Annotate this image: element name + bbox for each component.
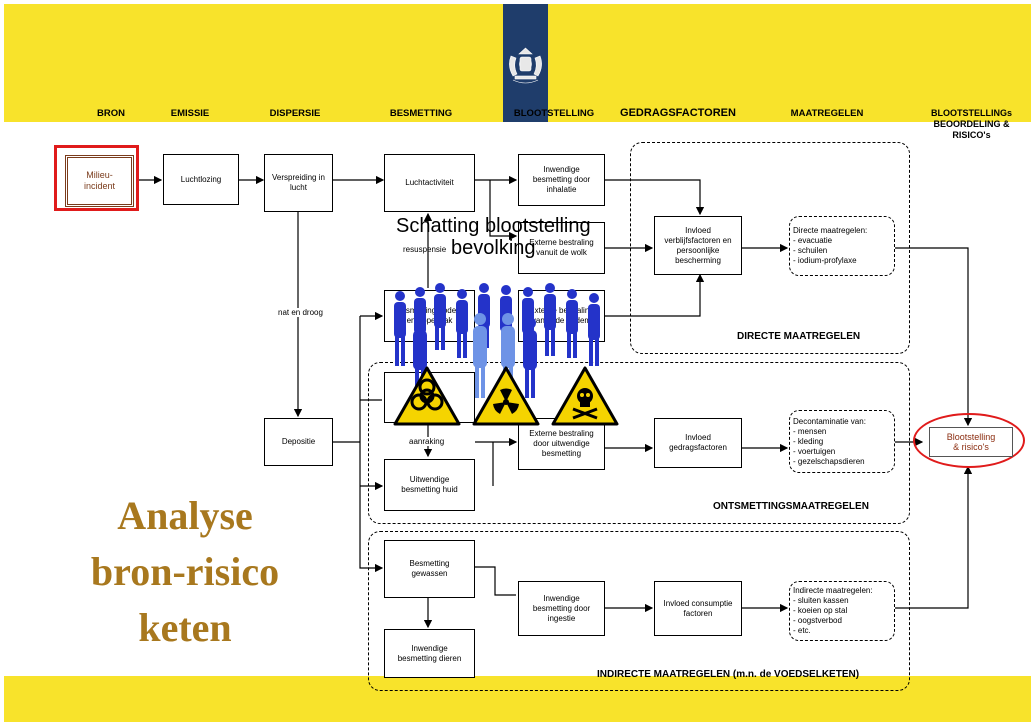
group-ontsmettingsmaatregelen: [368, 362, 910, 524]
footer-banner: [4, 676, 1031, 722]
column-header-gedragsfactoren: GEDRAGSFACTOREN: [620, 107, 736, 119]
box-luchtactiviteit: Luchtactiviteit: [384, 154, 475, 212]
box-blootstelling-risico: Blootstelling & risico's: [929, 427, 1013, 457]
crowd-icon: [394, 283, 600, 398]
box-besmetting-gewassen: Besmetting gewassen: [384, 540, 475, 598]
column-header-besmetting: BESMETTING: [389, 108, 453, 119]
box-externe-wolk: Externe bestraling vanuit de wolk: [518, 222, 605, 274]
group-label-directe: DIRECTE MAATREGELEN: [737, 331, 861, 342]
box-invloed-verblijf: Invloed verblijfsfactoren en persoonlijk…: [654, 216, 742, 275]
box-inwendige-dieren: Inwendige besmetting dieren: [384, 629, 475, 678]
radiation-icon: [472, 366, 540, 426]
column-header-dispersie: DISPERSIE: [269, 108, 321, 119]
blootstelling-risico-highlight: Blootstelling & risico's: [913, 413, 1025, 468]
biohazard-icon: [393, 366, 461, 426]
label-nat-droog: nat en droog: [278, 308, 323, 317]
box-externe-uitwendig: Externe bestraling door uitwendige besme…: [518, 418, 605, 470]
group-label-indirecte: INDIRECTE MAATREGELEN (m.n. de VOEDSELKE…: [597, 669, 860, 680]
milieu-incident-highlight: Milieu- incident: [54, 145, 139, 211]
coat-of-arms-logo: [503, 4, 548, 122]
box-depositie: Depositie: [264, 418, 333, 466]
column-header-emissie: EMISSIE: [170, 108, 210, 119]
box-inwendige-inhalatie: Inwendige besmetting door inhalatie: [518, 154, 605, 206]
box-verspreiding: Verspreiding in lucht: [264, 154, 333, 212]
box-indirecte-maatregelen: Indirecte maatregelen: - sluiten kassen …: [789, 581, 895, 641]
column-header-beoordeling: BLOOTSTELLINGs BEOORDELING & RISICO's: [931, 108, 1012, 140]
milieu-incident-box: Milieu- incident: [65, 155, 134, 207]
label-aanraking: aanraking: [409, 437, 445, 446]
box-uitwendige-huid: Uitwendige besmetting huid: [384, 459, 475, 511]
toxic-skull-icon: [551, 366, 619, 426]
label-resuspensie: resuspensie: [403, 245, 447, 254]
box-luchtlozing: Luchtlozing: [163, 154, 239, 205]
group-indirecte-maatregelen: [368, 531, 910, 691]
group-label-ontsmetting: ONTSMETTINGSMAATREGELEN: [713, 501, 869, 512]
schatting-overlay-text: Schatting blootstelling bevolking: [396, 215, 591, 259]
box-inwendige-ingestie: Inwendige besmetting door ingestie: [518, 581, 605, 636]
box-decontaminatie: Decontaminatie van: - mensen - kleding -…: [789, 410, 895, 473]
column-header-bron: BRON: [97, 108, 125, 119]
analyse-title: Analyse bron-risico keten: [90, 493, 280, 650]
box-directe-maatregelen: Directe maatregelen: - evacuatie - schui…: [789, 216, 895, 276]
box-invloed-gedrag: Invloed gedragsfactoren: [654, 418, 742, 468]
column-header-blootstelling: BLOOTSTELLING: [513, 108, 595, 119]
box-invloed-consumptie: Invloed consumptie factoren: [654, 581, 742, 636]
column-header-maatregelen: MAATREGELEN: [790, 108, 864, 119]
